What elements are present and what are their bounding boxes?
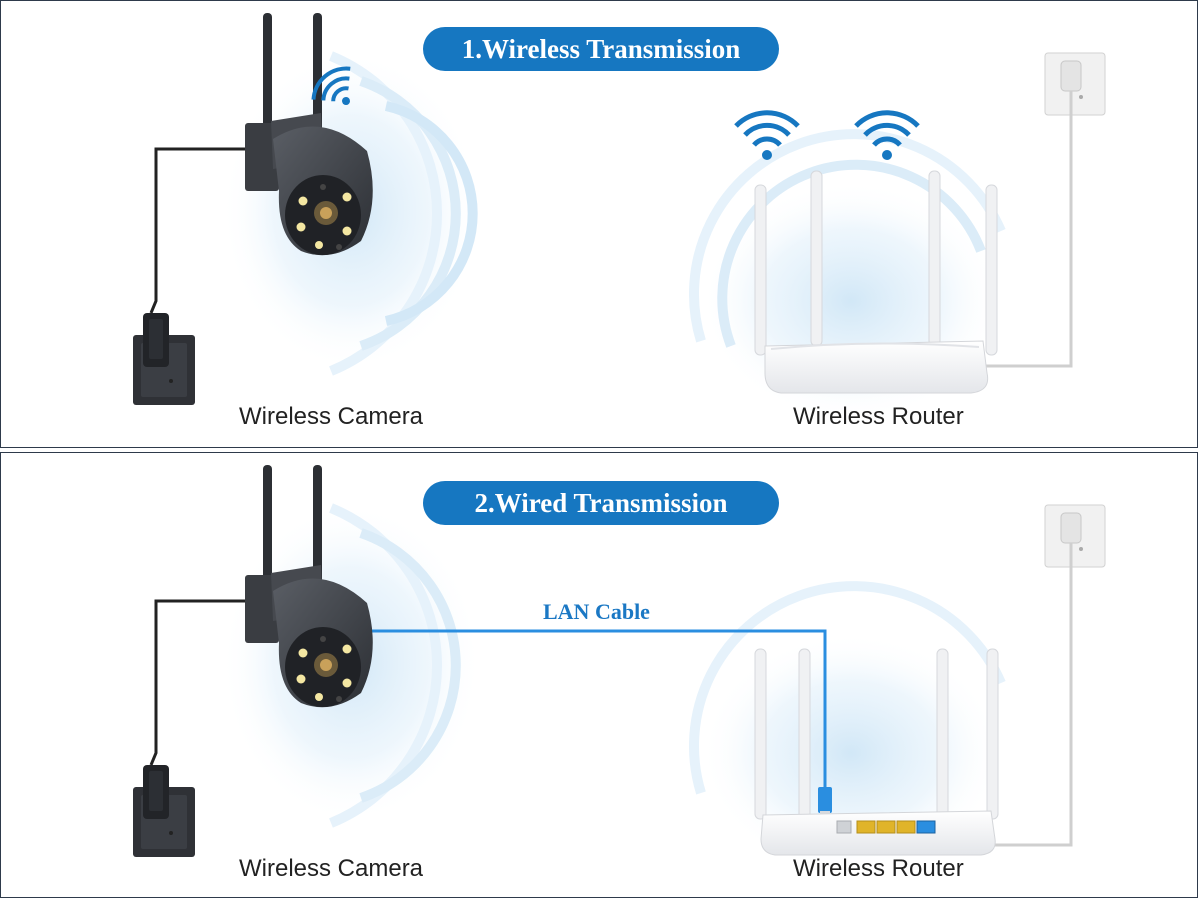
section-title: 2.Wired Transmission (423, 481, 779, 525)
camera-icon (245, 465, 373, 708)
camera-label: Wireless Camera (239, 403, 424, 430)
router-icon (754, 170, 998, 394)
wifi-signal-icon (854, 110, 920, 160)
wireless-scene (133, 13, 1106, 421)
camera-power-cable (149, 599, 251, 766)
camera-label: Wireless Camera (239, 855, 424, 882)
wired-transmission-panel: 2.Wired Transmission LAN Cable Wireless … (0, 452, 1198, 898)
router-label: Wireless Router (793, 403, 964, 430)
camera-power-cable (149, 147, 251, 314)
wall-outlet-icon (1044, 504, 1106, 568)
wifi-signal-icon (734, 110, 800, 160)
wireless-transmission-panel: 1.Wireless Transmission Wireless Camera … (0, 0, 1198, 448)
camera-icon (245, 13, 373, 256)
wall-outlet-icon (1044, 52, 1106, 116)
router-power-cable (983, 91, 1073, 368)
power-adapter-icon (143, 313, 169, 367)
lan-cable-label: LAN Cable (543, 599, 650, 624)
wifi-signal-icon (311, 66, 351, 105)
router-power-cable (983, 543, 1073, 847)
router-label: Wireless Router (793, 855, 964, 882)
lan-cable (369, 629, 827, 789)
power-adapter-icon (143, 765, 169, 819)
wired-scene (133, 465, 1106, 873)
router-icon (754, 648, 999, 856)
section-title: 1.Wireless Transmission (423, 27, 779, 71)
